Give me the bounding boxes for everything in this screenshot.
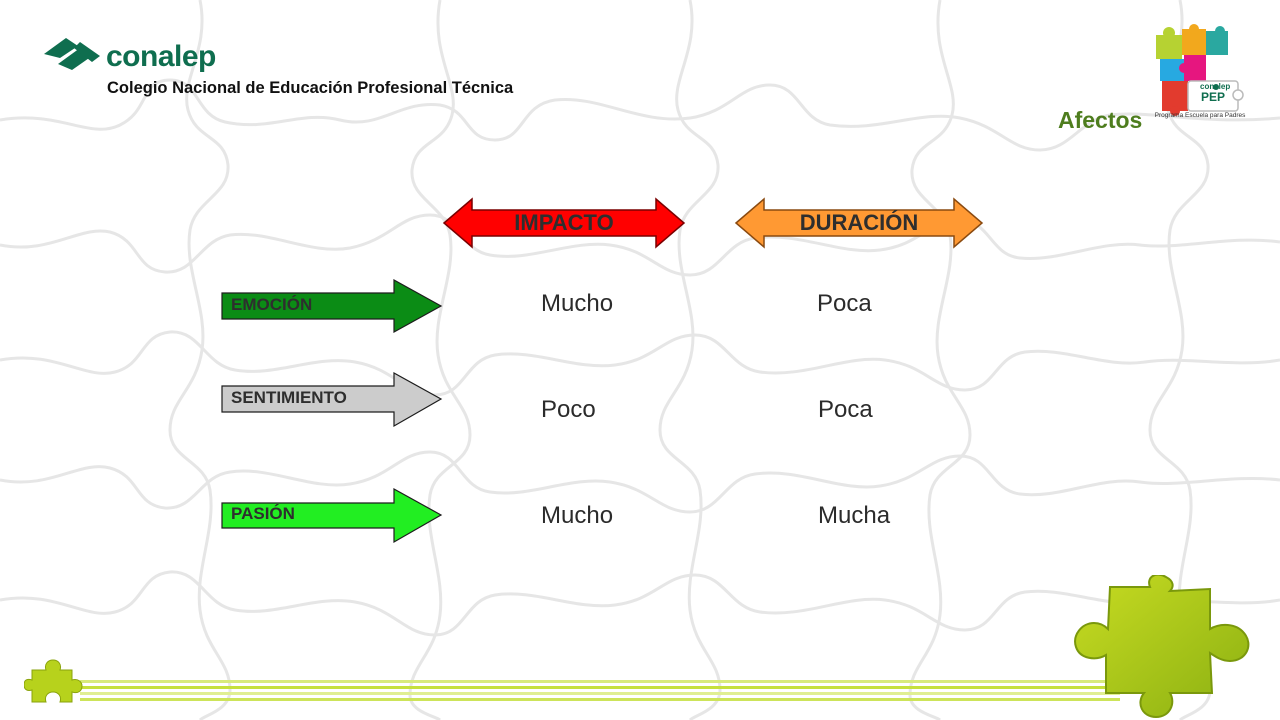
cell-emocion-duracion: Poca — [817, 290, 872, 317]
conalep-logo-icon — [44, 38, 100, 70]
column-header-duracion: DURACIÓN — [734, 197, 984, 249]
cell-sentimiento-duracion: Poca — [818, 396, 873, 423]
pep-caption: Programa Escuela para Padres — [1154, 112, 1246, 119]
cell-pasion-impacto: Mucho — [541, 502, 614, 529]
cell-pasion-duracion: Mucha — [818, 502, 891, 529]
pep-text: PEP — [1201, 90, 1226, 104]
double-arrow-orange — [734, 197, 984, 249]
cell-emocion-impacto: Mucho — [541, 290, 614, 317]
column-label-impacto: IMPACTO — [514, 210, 614, 235]
puzzle-piece-icon — [24, 659, 83, 703]
row-label-pasion: PASIÓN — [231, 504, 295, 523]
column-label-duracion: DURACIÓN — [799, 210, 919, 235]
slide-title: Afectos — [1058, 107, 1143, 133]
logo-subtitle: Colegio Nacional de Educación Profesiona… — [107, 79, 514, 97]
column-header-impacto: IMPACTO — [442, 197, 686, 249]
puzzle-piece-large-icon — [1074, 575, 1250, 719]
cell-sentimiento-impacto: Poco — [541, 396, 596, 423]
pep-brand: conalep — [1200, 82, 1231, 91]
row-header-pasion: PASIÓN — [221, 488, 443, 544]
arrow-bright-green — [221, 488, 443, 544]
row-header-emocion: EMOCIÓN — [221, 279, 443, 333]
double-arrow-red — [442, 197, 686, 249]
arrow-green — [221, 279, 443, 333]
logo-name: conalep — [106, 40, 216, 73]
footer-stripes — [80, 680, 1120, 701]
row-label-sentimiento: SENTIMIENTO — [231, 388, 347, 407]
row-label-emocion: EMOCIÓN — [231, 295, 313, 314]
conalep-logo: conalep Colegio Nacional de Educación Pr… — [40, 34, 540, 104]
pep-puzzle-icon — [1156, 24, 1244, 116]
arrow-gray — [221, 372, 443, 428]
row-header-sentimiento: SENTIMIENTO — [221, 372, 443, 428]
